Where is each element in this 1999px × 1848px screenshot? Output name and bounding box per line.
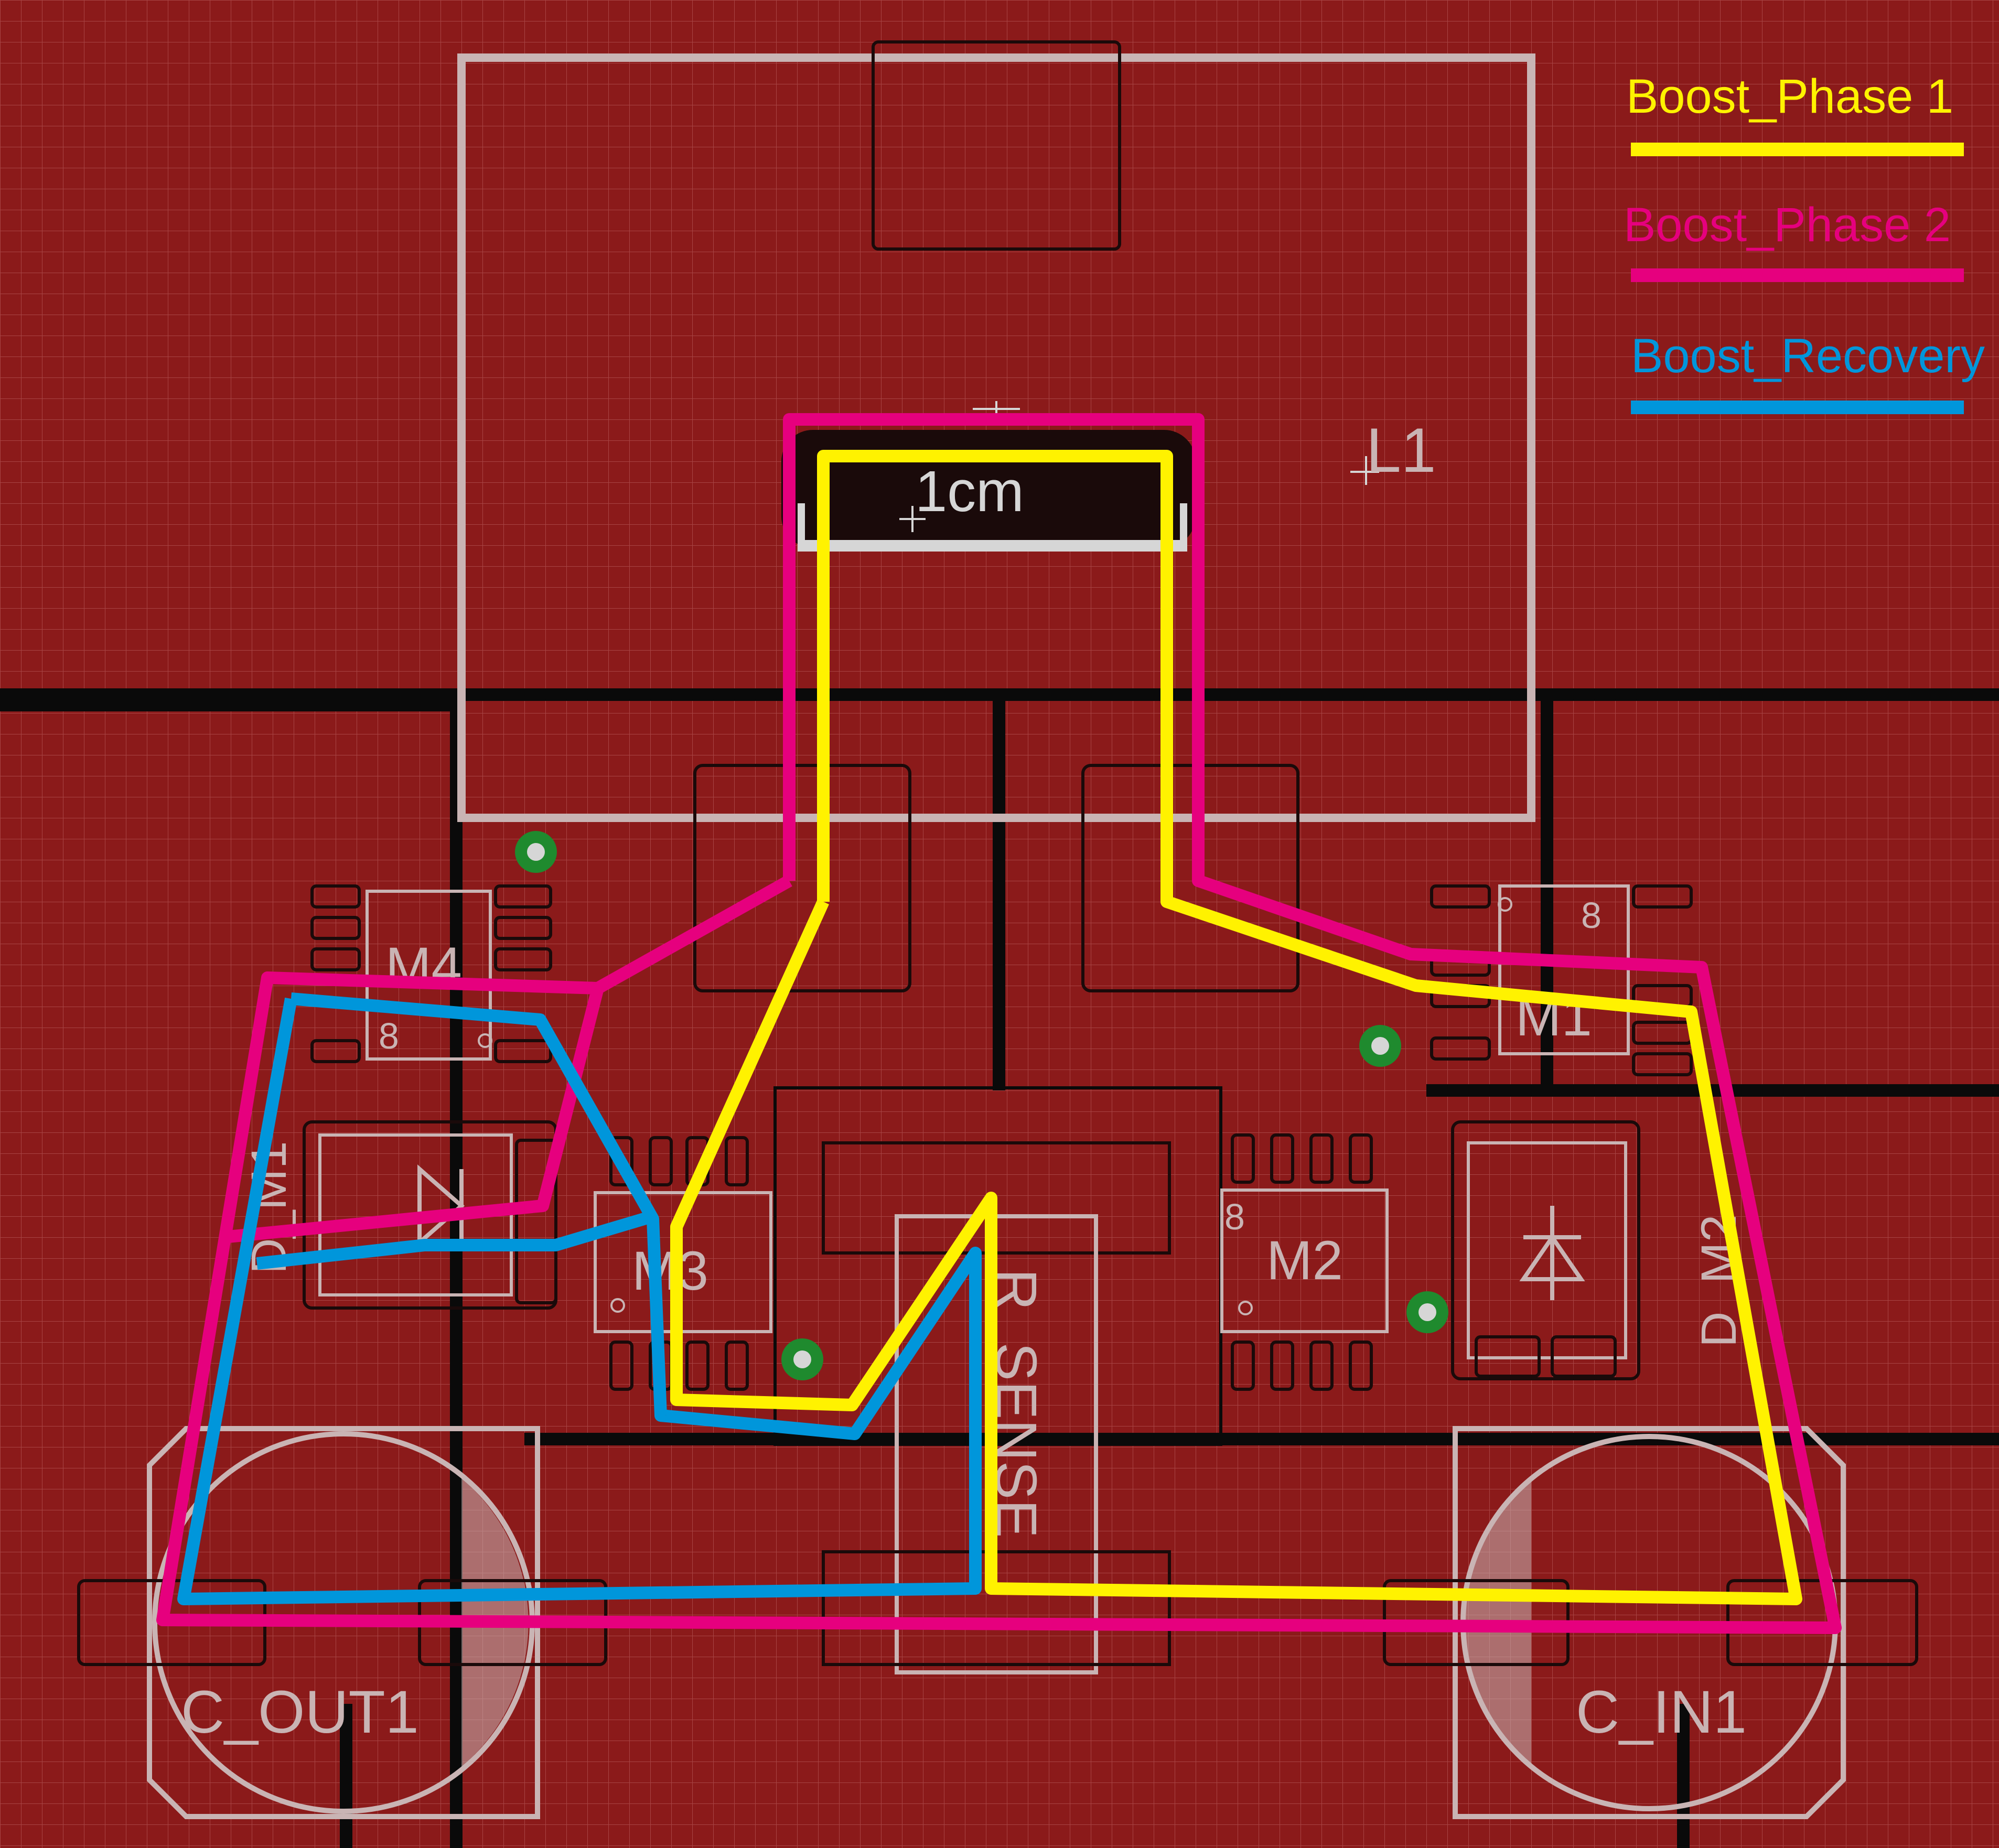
copper-gaps — [0, 688, 1999, 1848]
diode-symbol-icon — [1519, 1206, 1585, 1300]
scale-bar — [800, 540, 1185, 552]
mosfet-m1 — [1430, 884, 1693, 1076]
mosfet-m4-pin8: 8 — [379, 1015, 399, 1056]
via-icon — [1406, 1291, 1448, 1333]
boost-phase-1-loop — [670, 450, 1802, 1605]
capacitor-c-out1-label: C_OUT1 — [181, 1679, 419, 1746]
inductor-top-pad — [872, 40, 1121, 251]
mosfet-m1-pin8: 8 — [1581, 895, 1602, 936]
boost-recovery-loop — [177, 992, 982, 1605]
legend: Boost_Phase 1 Boost_Phase 2 Boost_Recove… — [1624, 70, 1985, 414]
legend-recovery-label: Boost_Recovery — [1631, 329, 1985, 383]
mosfet-m4 — [310, 884, 552, 1063]
boost-recovery-branch — [256, 1210, 655, 1270]
legend-phase1-label: Boost_Phase 1 — [1626, 70, 1953, 123]
legend-phase2-label: Boost_Phase 2 — [1624, 198, 1951, 252]
via-icon — [1359, 1025, 1401, 1067]
mosfet-m2 — [1220, 1133, 1389, 1391]
diode-d-m1 — [303, 1120, 557, 1310]
diode-d-m2 — [1451, 1120, 1640, 1380]
boost-phase-2-connector — [595, 875, 792, 994]
boost-phase-2-loop — [156, 413, 1842, 1634]
via-icon — [515, 831, 557, 873]
mosfet-m3 — [594, 1136, 772, 1391]
mosfet-m2-label: M2 — [1266, 1230, 1343, 1291]
inductor-pads — [693, 764, 1299, 992]
mosfet-m2-pin8: 8 — [1224, 1196, 1245, 1237]
mosfet-m3-label: M3 — [632, 1240, 708, 1302]
inductor-label: L1 — [1366, 415, 1436, 485]
capacitor-c-in1-label: C_IN1 — [1576, 1679, 1747, 1746]
inductor-l1-outline — [457, 53, 1535, 822]
via-icon — [781, 1338, 823, 1380]
diode-symbol-icon — [417, 1164, 465, 1247]
scale-label: 1cm — [915, 459, 1024, 524]
